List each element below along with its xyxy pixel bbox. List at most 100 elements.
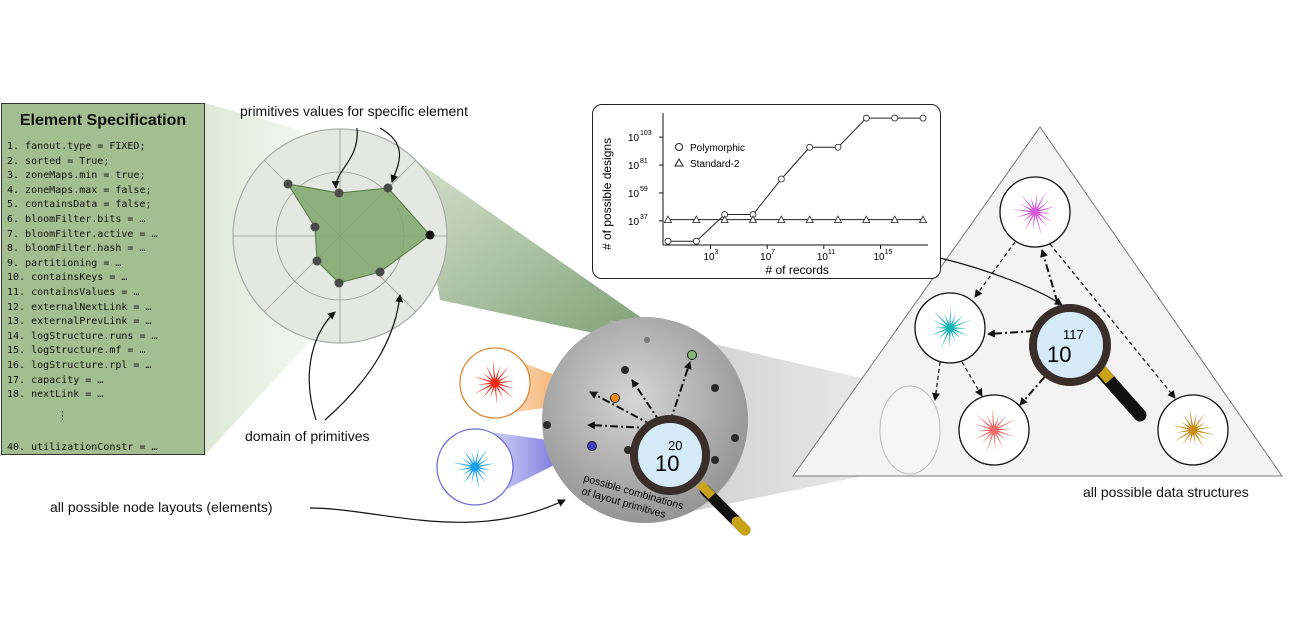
label-data-structures: all possible data structures [1083,484,1249,500]
spec-list: 1. fanout.type = FIXED; 2. sorted = True;… [7,140,158,403]
chart-x-tick-exp: 7 [771,249,775,256]
layout-point [711,456,719,464]
layout-point [543,421,551,429]
chart-y-tick-label: 10 [628,217,640,228]
chart-y-tick-exp: 81 [640,158,648,165]
node-glyph-orange [459,347,531,419]
chart-point [918,215,928,224]
spec-item: 11. containsValues = … [7,286,140,298]
chart-y-tick-label: 10 [628,189,640,200]
chart-to-triangle-arrow [939,257,1063,306]
spec-item: 10. containsKeys = … [7,272,128,284]
spec-item: 18. nextLink = … [7,389,104,401]
spec-item: 14. logStructure.runs = … [7,330,158,342]
spec-item: 9. partitioning = … [7,257,122,269]
layout-point [624,446,632,454]
chart-x-tick-label: 10 [874,252,886,263]
chart-point [805,215,814,224]
chart-legend-label: Polymorphic [690,143,745,154]
layout-point [731,434,739,442]
node-glyph-shape [930,307,972,350]
chart-x-label: # of records [766,263,829,277]
ds-node-salmon [958,394,1030,466]
magnifier-large-exp: 117 [1063,327,1084,342]
ds-explore-edge [987,329,1051,338]
arrow-explore-4 [669,361,692,423]
ds-edge [974,241,1016,298]
chart-point [664,237,672,245]
chart-point [777,175,785,183]
layout-point [621,366,629,374]
orange-layout-point [610,393,620,403]
spec-item: 15. logStructure.mf = … [7,345,146,357]
chart-point [777,215,786,224]
arrow-primitive-value-1 [331,127,358,189]
chart-point [862,114,870,122]
spec-item: 2. sorted = True; [7,155,110,167]
arrow-domain-1 [308,311,336,421]
ds-edge [931,361,941,401]
label-primitives-values: primitives values for specific element [240,103,468,119]
chart-point [891,114,899,122]
radar-chart [232,128,448,344]
chart-point [806,143,814,151]
chart-y-tick-exp: 103 [640,130,652,137]
spec-item: 16. logStructure.rpl = … [7,359,152,371]
magnifier-small-exp: 20 [668,438,682,453]
spec-last-item: 40. utilizationConstr = … [7,442,158,453]
radar-point [383,183,393,193]
magnifier-large [1029,304,1147,422]
chart-legend-marker [674,157,684,167]
selected-layout-point [687,350,697,360]
node-glyph-shape [452,448,496,490]
chart-x-tick-label: 10 [817,252,829,263]
node-glyph-blue [436,428,514,506]
chart-y-tick-label: 10 [628,161,640,172]
arrow-explore-2 [589,391,653,426]
chart-legend-label: Standard-2 [690,159,740,170]
arrow-node-layouts [309,499,566,523]
node-glyph-shape [1172,407,1216,448]
chart-point [890,215,899,224]
spec-title: Element Specification [19,112,187,129]
arrow-domain-2 [324,294,404,421]
spec-item: 3. zoneMaps.min = true; [7,170,146,182]
magnifier-small-base: 10 [655,451,679,476]
chart-legend-marker [675,143,683,151]
spec-item: 17. capacity = … [7,374,104,386]
blue-layout-point [587,441,597,451]
label-domain-of-primitives: domain of primitives [245,428,370,444]
cone-mouth [879,385,941,475]
chart-y-tick-exp: 59 [640,186,648,193]
radar-to-sphere-cone [415,160,695,355]
arrow-explore-1 [587,421,651,430]
element-specification: Element Specification 1. fanout.type = F… [1,103,205,455]
chart-x-tick-label: 10 [760,252,772,263]
spec-item: 8. bloomFilter.hash = … [7,243,146,255]
spec-item: 7. bloomFilter.active = … [7,228,158,240]
magnifier-small [630,415,751,536]
chart-x-tick-label: 10 [704,252,716,263]
spec-item: 12. externalNextLink = … [7,301,152,313]
chart-x-tick-exp: 3 [715,249,719,256]
label-node-layouts: all possible node layouts (elements) [50,499,273,515]
node-glyph-shape [473,359,515,405]
spec-item: 5. containsData = false; [7,199,152,211]
chart-series-line [668,117,923,242]
chart-x-tick-exp: 11 [828,249,835,256]
layout-point [711,384,719,392]
radar-point [310,222,320,232]
chart-point [834,143,842,151]
chart-point [748,215,758,224]
chart-point [862,215,871,224]
arrow-primitive-value-2 [379,127,400,183]
radar-point [334,188,344,198]
radar-point [425,230,435,240]
chart-point [692,237,700,245]
radar-point [334,278,344,288]
spec-item: 1. fanout.type = FIXED; [7,141,146,152]
chart-point [919,114,927,122]
